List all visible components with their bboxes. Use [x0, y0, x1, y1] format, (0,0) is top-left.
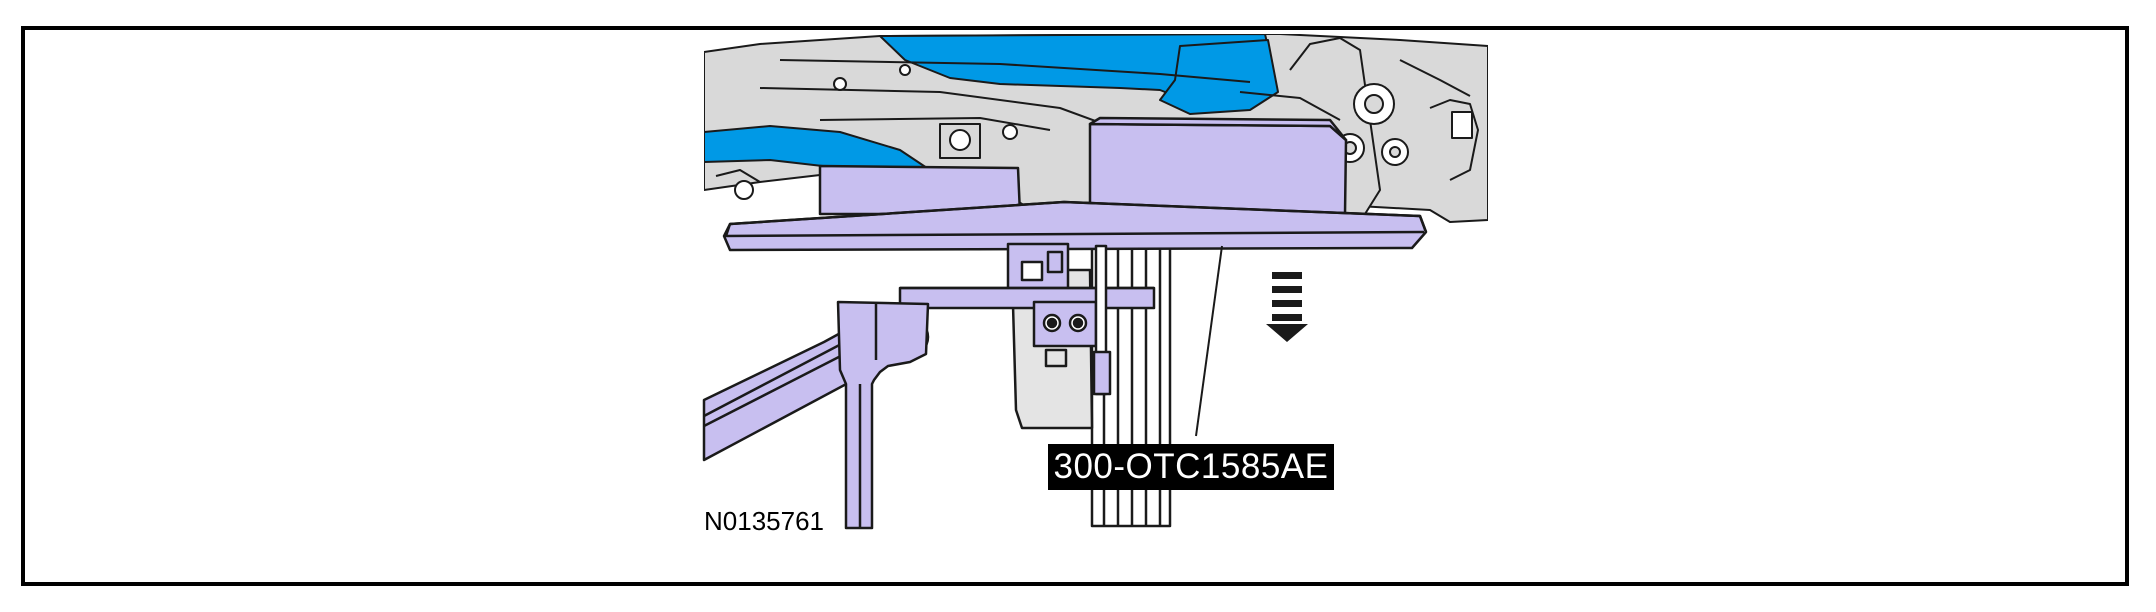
- transmission-jack-icon: [702, 116, 1428, 530]
- figure-id-label: N0135761: [704, 506, 824, 536]
- tool-callout-label: 300-OTC1585AE: [1048, 444, 1334, 490]
- lower-direction-arrow-icon: [1266, 272, 1308, 342]
